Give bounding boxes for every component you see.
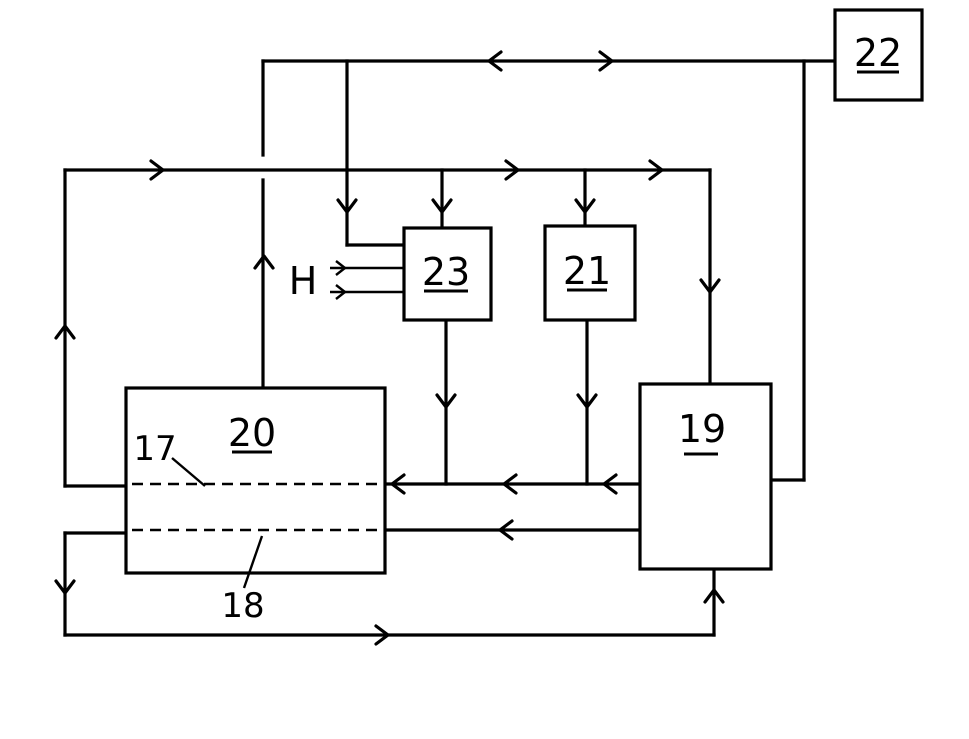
callout-18-label: 18 (221, 586, 264, 626)
block-20: 20 (124, 386, 387, 575)
arrow-down-icon (574, 198, 596, 214)
arrow-right-icon (504, 159, 520, 181)
arrow-right-icon (149, 159, 165, 181)
input-label-h: H (289, 259, 318, 303)
arrow-down-icon (576, 393, 598, 409)
arrow-right-icon (335, 260, 347, 276)
arrow-left-icon (498, 519, 514, 541)
callout-18: 18 (221, 535, 265, 626)
arrow-left-icon (390, 473, 406, 495)
callout-17-label: 17 (133, 429, 176, 469)
arrow-left-icon (602, 473, 618, 495)
block-21-label: 21 (563, 249, 611, 293)
arrow-down-icon (435, 393, 457, 409)
block-22: 22 (833, 8, 924, 102)
arrowheads (54, 50, 725, 646)
arrow-down-icon (431, 198, 453, 214)
block-19-label: 19 (678, 407, 726, 451)
arrow-up-icon (703, 588, 725, 604)
block-23: 23 (402, 226, 493, 322)
arrow-left-icon (487, 50, 503, 72)
arrow-down-icon (336, 198, 358, 214)
arrow-right-icon (648, 159, 664, 181)
arrow-right-icon (335, 284, 347, 300)
arrow-right-icon (598, 50, 614, 72)
arrow-up-icon (54, 324, 76, 340)
arrow-up-icon (253, 254, 275, 270)
arrow-left-icon (502, 473, 518, 495)
block-21: 21 (543, 224, 637, 322)
block-22-label: 22 (854, 31, 902, 75)
block-19: 19 (638, 382, 773, 571)
arrow-down-icon (54, 579, 76, 595)
block-23-label: 23 (422, 250, 470, 294)
connection-lines (63, 59, 837, 637)
arrow-down-icon (699, 278, 721, 294)
arrow-right-icon (374, 624, 390, 646)
block-20-label: 20 (228, 411, 276, 455)
callout-17: 17 (133, 429, 206, 487)
